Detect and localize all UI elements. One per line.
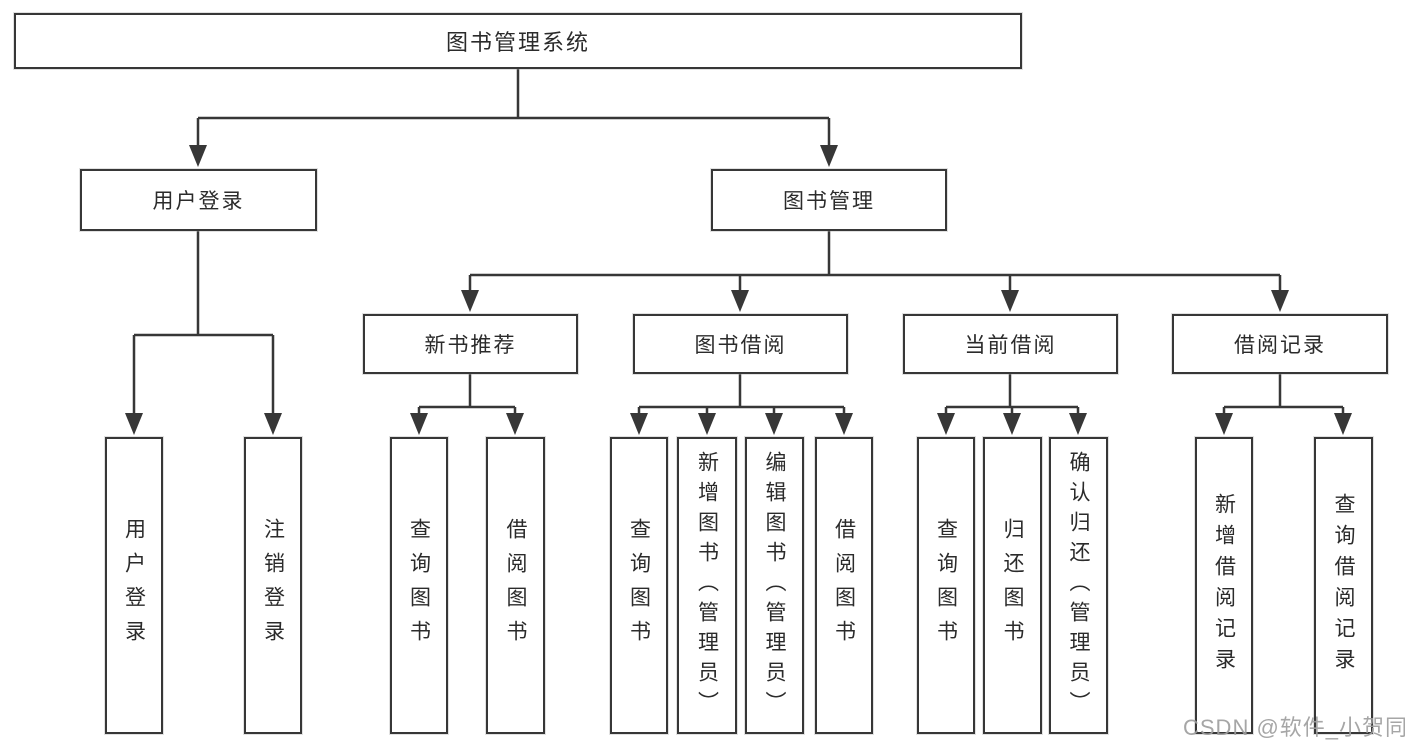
- leaf-add-borrow-record: 新增借阅记录: [1195, 437, 1253, 734]
- node-library-system: 图书管理系统: [14, 13, 1022, 69]
- node-book-borrow: 图书借阅: [633, 314, 848, 374]
- connector-book-borrow-children: [637, 374, 846, 415]
- connector-current-borrow-children: [944, 374, 1080, 415]
- leaf-logout: 注销登录: [244, 437, 302, 734]
- node-book-management: 图书管理: [711, 169, 947, 231]
- leaf-label: 用户登录: [122, 517, 146, 654]
- connector-root-to-level2: [196, 69, 831, 147]
- node-borrow-records: 借阅记录: [1172, 314, 1388, 374]
- arrowheads: [125, 145, 1352, 435]
- node-new-book-recommend: 新书推荐: [363, 314, 578, 374]
- leaf-label: 编辑图书（管理员）: [763, 450, 786, 721]
- leaf-label: 查询借阅记录: [1332, 492, 1355, 679]
- connector-book-management-children: [468, 231, 1282, 292]
- leaf-label: 注销登录: [261, 517, 285, 654]
- node-user-login: 用户登录: [80, 169, 317, 231]
- leaf-label: 归还图书: [1001, 517, 1024, 654]
- leaf-label: 查询图书: [407, 517, 431, 654]
- node-current-borrow: 当前借阅: [903, 314, 1118, 374]
- leaf-edit-book-admin: 编辑图书（管理员）: [745, 437, 804, 734]
- leaf-add-book-admin: 新增图书（管理员）: [677, 437, 737, 734]
- leaf-confirm-return-admin: 确认归还（管理员）: [1049, 437, 1108, 734]
- leaf-label: 借阅图书: [832, 517, 856, 654]
- leaf-borrow-books: 借阅图书: [815, 437, 873, 734]
- leaf-label: 确认归还（管理员）: [1067, 450, 1090, 721]
- connector-borrow-records-children: [1222, 374, 1345, 415]
- leaf-borrow-books-recommend: 借阅图书: [486, 437, 545, 734]
- leaf-query-borrow-record: 查询借阅记录: [1314, 437, 1373, 734]
- leaf-query-books-recommend: 查询图书: [390, 437, 448, 734]
- watermark: CSDN @软件_小贺同学: [1183, 715, 1405, 740]
- connector-user-login-children: [132, 231, 275, 415]
- leaf-label: 新增借阅记录: [1212, 492, 1236, 679]
- leaf-query-books-borrow: 查询图书: [610, 437, 668, 734]
- leaf-return-book: 归还图书: [983, 437, 1042, 734]
- leaf-label: 查询图书: [934, 517, 958, 654]
- leaf-user-login: 用户登录: [105, 437, 163, 734]
- leaf-query-books-current: 查询图书: [917, 437, 975, 734]
- leaf-label: 查询图书: [627, 517, 651, 654]
- connector-new-book-children: [417, 374, 517, 415]
- leaf-label: 借阅图书: [504, 517, 527, 654]
- leaf-label: 新增图书（管理员）: [695, 450, 719, 721]
